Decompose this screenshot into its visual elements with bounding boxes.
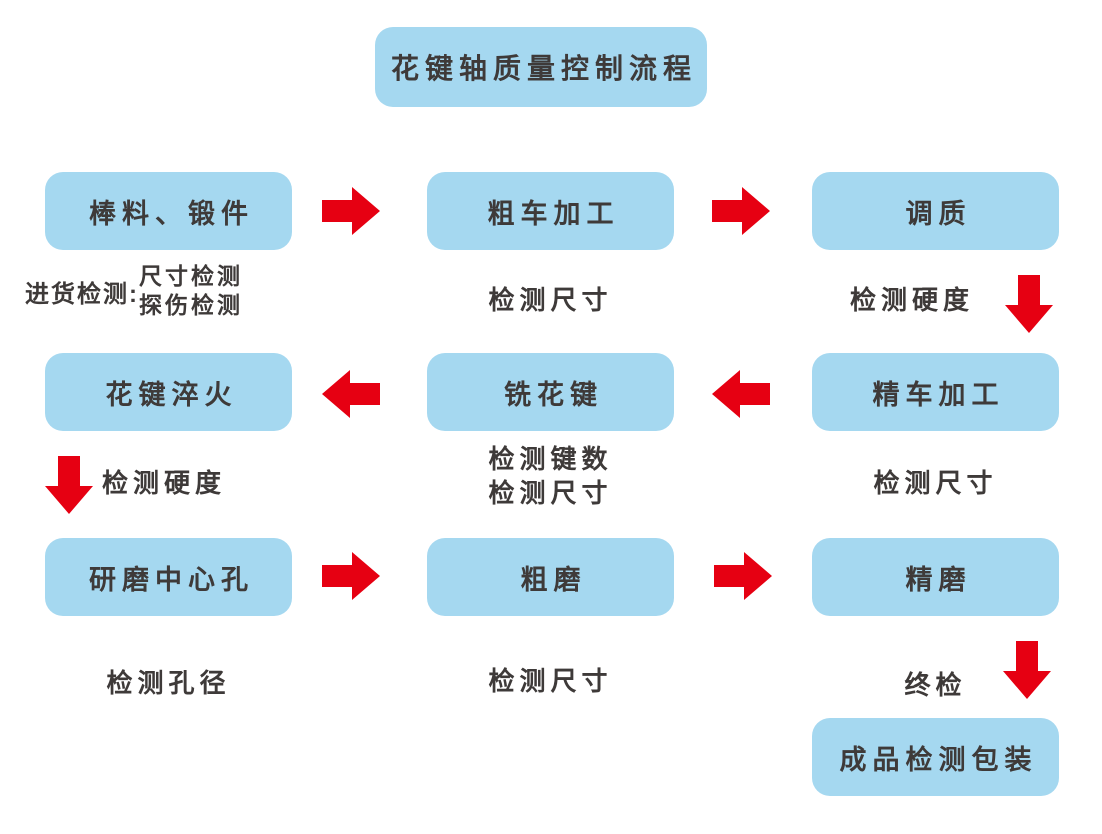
arrow-right-icon — [322, 187, 380, 235]
inspection-label-check-size: 检测尺寸 — [873, 468, 998, 498]
inspection-label-final-check: 终检 — [904, 670, 967, 700]
arrow-left-icon — [322, 370, 380, 418]
flowchart-title: 花键轴质量控制流程 — [375, 27, 707, 107]
incoming-inspection-label: 进货检测: 尺寸检测 探伤检测 — [25, 260, 243, 322]
arrow-down-icon — [45, 456, 93, 514]
arrow-down-icon — [1005, 275, 1053, 333]
inspection-label-check-hole-diameter: 检测孔径 — [106, 668, 231, 698]
step-finished-product-inspection-packaging: 成品检测包装 — [812, 718, 1059, 796]
incoming-inspection-items: 尺寸检测 探伤检测 — [139, 262, 243, 320]
step-quench-tempering: 调质 — [812, 172, 1059, 250]
inspection-label-check-size: 检测尺寸 — [488, 478, 613, 508]
step-rough-grinding: 粗磨 — [427, 538, 674, 616]
inspection-label-check-hardness: 检测硬度 — [102, 468, 227, 498]
step-spline-milling: 铣花键 — [427, 353, 674, 431]
step-fine-grinding: 精磨 — [812, 538, 1059, 616]
arrow-left-icon — [712, 370, 770, 418]
incoming-inspection-item: 尺寸检测 — [139, 263, 243, 289]
step-rough-turning: 粗车加工 — [427, 172, 674, 250]
arrow-right-icon — [322, 552, 380, 600]
step-bar-stock-forgings: 棒料、锻件 — [45, 172, 292, 250]
arrow-down-icon — [1003, 641, 1051, 699]
arrow-right-icon — [714, 552, 772, 600]
step-spline-quenching: 花键淬火 — [45, 353, 292, 431]
arrow-right-icon — [712, 187, 770, 235]
inspection-label-check-size: 检测尺寸 — [488, 666, 613, 696]
inspection-label-milling-checks: 检测键数 检测尺寸 — [427, 442, 674, 510]
step-fine-turning: 精车加工 — [812, 353, 1059, 431]
step-center-hole-grinding: 研磨中心孔 — [45, 538, 292, 616]
incoming-inspection-item: 探伤检测 — [139, 292, 243, 318]
inspection-label-check-size: 检测尺寸 — [488, 285, 613, 315]
inspection-label-check-key-count: 检测键数 — [488, 444, 613, 474]
inspection-label-check-hardness: 检测硬度 — [849, 285, 974, 315]
incoming-inspection-prefix: 进货检测: — [25, 280, 139, 308]
